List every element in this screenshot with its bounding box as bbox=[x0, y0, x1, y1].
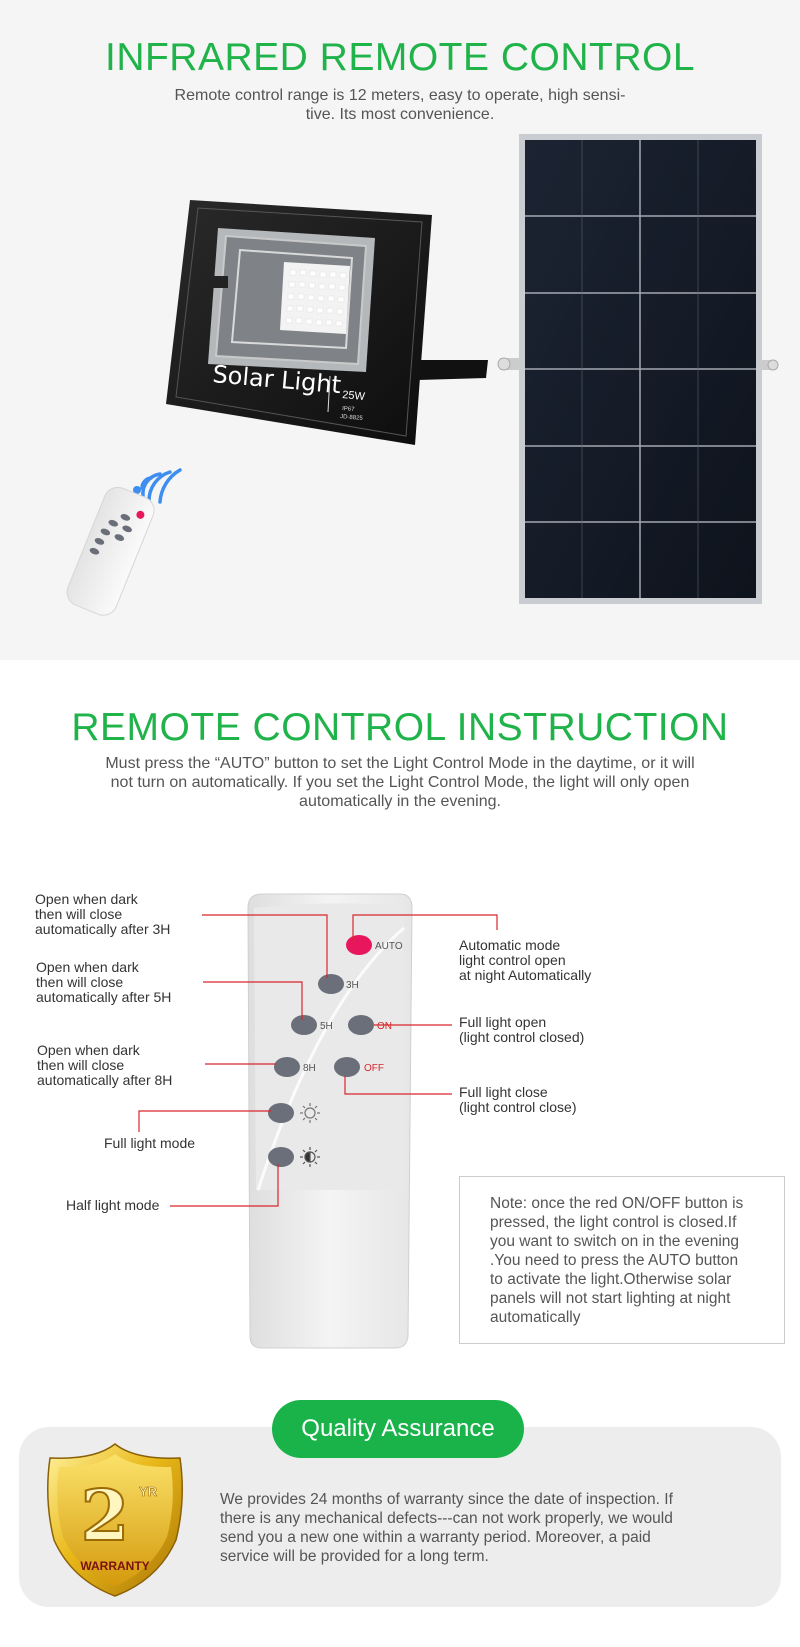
auto-button bbox=[346, 935, 372, 955]
label-full-light-close: Full light close(light control close) bbox=[459, 1084, 577, 1115]
remote-buttons bbox=[268, 935, 374, 1167]
half-sun-icon bbox=[300, 1147, 320, 1167]
3h-button-label: 3H bbox=[346, 980, 359, 991]
badge-yr: YR bbox=[139, 1484, 158, 1499]
off-button-label: OFF bbox=[364, 1063, 384, 1074]
lamp-model: JD-8825 bbox=[340, 414, 364, 422]
auto-button-label: AUTO bbox=[375, 941, 403, 952]
full-light-button bbox=[268, 1103, 294, 1123]
products-illustration: Solar Light 25W IP67 JD-8825 bbox=[66, 134, 779, 616]
quality-assurance-heading: Quality Assurance bbox=[272, 1400, 524, 1458]
sun-icon bbox=[300, 1103, 320, 1123]
leader-lines bbox=[138, 914, 498, 1207]
lamp-watt: 25W bbox=[342, 389, 366, 403]
floodlight-image: Solar Light 25W IP67 JD-8825 bbox=[166, 200, 488, 445]
on-button-label: ON bbox=[377, 1021, 392, 1032]
lamp-ip: IP67 bbox=[342, 406, 355, 413]
instruction-description: Must press the “AUTO” button to set the … bbox=[105, 755, 695, 810]
section-title-infrared: INFRARED REMOTE CONTROL bbox=[104, 36, 696, 79]
warranty-text: We provides 24 months of warranty since … bbox=[220, 1491, 673, 1565]
warranty-badge-icon: 2 YR WARRANTY bbox=[47, 1443, 183, 1597]
half-light-button bbox=[268, 1147, 294, 1167]
5h-button bbox=[291, 1015, 317, 1035]
label-full-light-open: Full light open(light control closed) bbox=[459, 1014, 585, 1045]
remote-diagram: AUTO 3H 5H ON 8H OFF bbox=[138, 893, 498, 1349]
label-half-light-mode: Half light mode bbox=[66, 1197, 160, 1213]
badge-number: 2 bbox=[81, 1474, 130, 1557]
8h-button-label: 8H bbox=[303, 1063, 316, 1074]
label-full-light-mode: Full light mode bbox=[104, 1135, 196, 1151]
badge-warranty-word: WARRANTY bbox=[80, 1559, 149, 1573]
infrared-subtitle: Remote control range is 12 meters, easy … bbox=[174, 87, 626, 123]
section-title-instruction: REMOTE CONTROL INSTRUCTION bbox=[71, 706, 729, 749]
3h-button bbox=[318, 974, 344, 994]
5h-button-label: 5H bbox=[320, 1021, 333, 1032]
8h-button bbox=[274, 1057, 300, 1077]
signal-icon bbox=[140, 468, 182, 504]
infrared-section: INFRARED REMOTE CONTROL Remote control r… bbox=[0, 0, 800, 660]
big-remote-image bbox=[247, 893, 413, 1349]
off-button bbox=[334, 1057, 360, 1077]
on-button bbox=[348, 1015, 374, 1035]
solar-panel-image bbox=[497, 134, 779, 604]
small-remote-image bbox=[66, 468, 182, 616]
